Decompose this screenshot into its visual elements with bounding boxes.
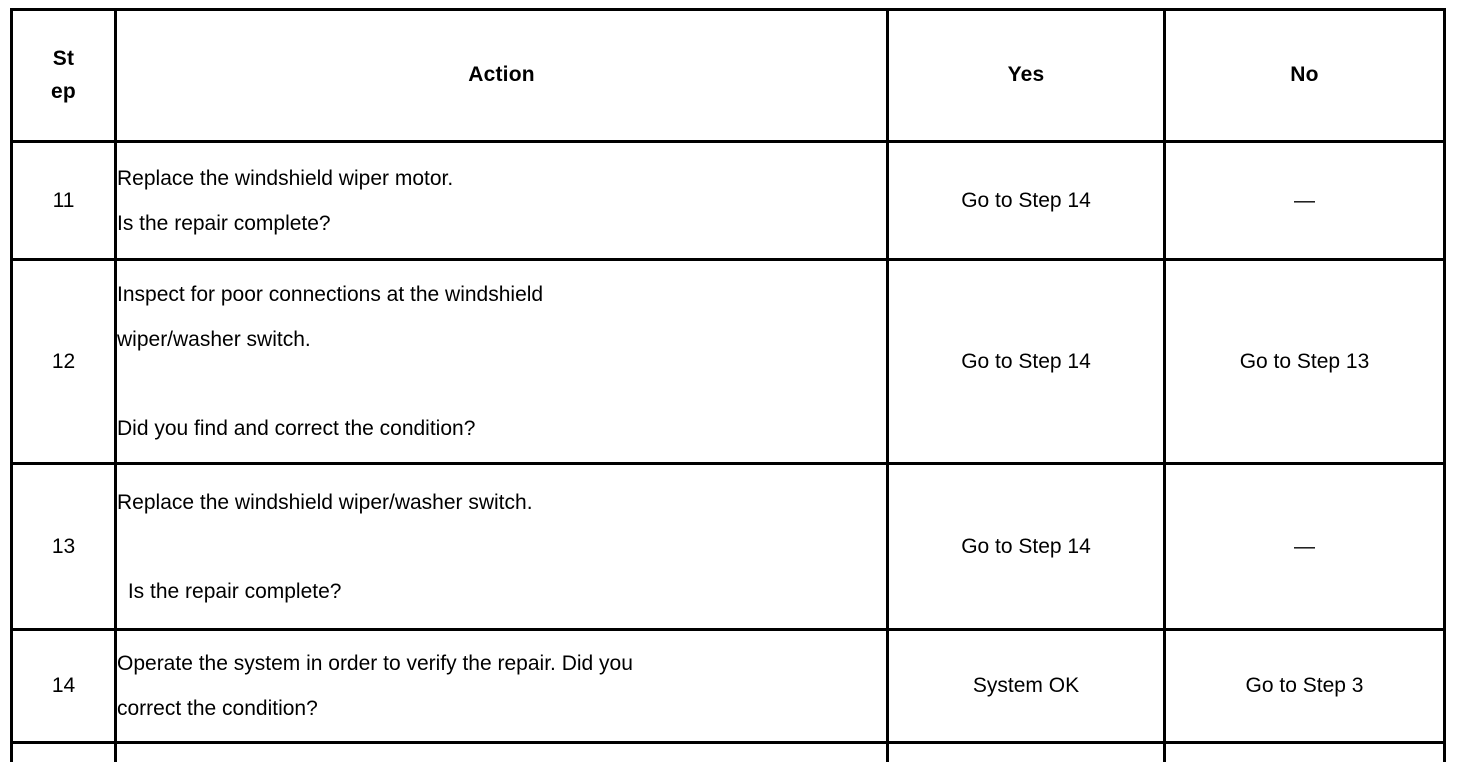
action-cell: Inspect for poor connections at the wind… [114, 258, 889, 465]
action-cell: Replace the windshield wiper motor. Is t… [114, 140, 889, 261]
column-header-step-line1: St [52, 46, 75, 70]
action-cell: Replace the windshield wiper/washer swit… [114, 462, 889, 631]
table-row-clipped [10, 741, 1446, 762]
yes-branch-cell: System OK [886, 628, 1166, 744]
table-header-row: St ep Action Yes No [10, 8, 1446, 143]
table-row: 14 Operate the system in order to verify… [10, 628, 1446, 744]
no-branch-cell: Go to Step 13 [1163, 258, 1446, 465]
diagnostic-steps-table: St ep Action Yes No 11 Replace the winds… [10, 8, 1446, 762]
action-line: Is the repair complete? [117, 211, 331, 235]
yes-branch-cell-clipped [886, 741, 1166, 762]
table-body: 11 Replace the windshield wiper motor. I… [10, 140, 1446, 762]
table-header: St ep Action Yes No [10, 8, 1446, 143]
column-header-yes: Yes [886, 8, 1166, 143]
table-row: 13 Replace the windshield wiper/washer s… [10, 462, 1446, 631]
yes-branch-cell: Go to Step 14 [886, 462, 1166, 631]
action-line: Replace the windshield wiper/washer swit… [117, 490, 533, 514]
column-header-action: Action [114, 8, 889, 143]
step-number-cell: 11 [10, 140, 117, 261]
step-number-cell: 12 [10, 258, 117, 465]
step-number-cell-clipped [10, 741, 117, 762]
action-cell: Operate the system in order to verify th… [114, 628, 889, 744]
table-row: 12 Inspect for poor connections at the w… [10, 258, 1446, 465]
action-blank-line [117, 525, 886, 569]
yes-branch-cell: Go to Step 14 [886, 258, 1166, 465]
action-line: Did you find and correct the condition? [117, 417, 476, 440]
step-number-cell: 14 [10, 628, 117, 744]
action-blank-line [117, 362, 886, 406]
step-number-cell: 13 [10, 462, 117, 631]
action-line: Is the repair complete? [122, 579, 342, 603]
column-header-no: No [1163, 8, 1446, 143]
no-branch-cell: — [1163, 140, 1446, 261]
no-branch-cell-clipped [1163, 741, 1446, 762]
no-branch-cell: Go to Step 3 [1163, 628, 1446, 744]
yes-branch-cell: Go to Step 14 [886, 140, 1166, 261]
column-header-step: St ep [10, 8, 117, 143]
action-line: wiper/washer switch. [117, 328, 311, 351]
action-cell-clipped [114, 741, 889, 762]
no-branch-cell: — [1163, 462, 1446, 631]
table-row: 11 Replace the windshield wiper motor. I… [10, 140, 1446, 261]
action-line: Operate the system in order to verify th… [117, 652, 633, 675]
action-line: correct the condition? [117, 697, 318, 720]
action-line: Replace the windshield wiper motor. [117, 166, 454, 190]
action-line: Inspect for poor connections at the wind… [117, 283, 544, 306]
column-header-step-line2: ep [51, 79, 76, 103]
